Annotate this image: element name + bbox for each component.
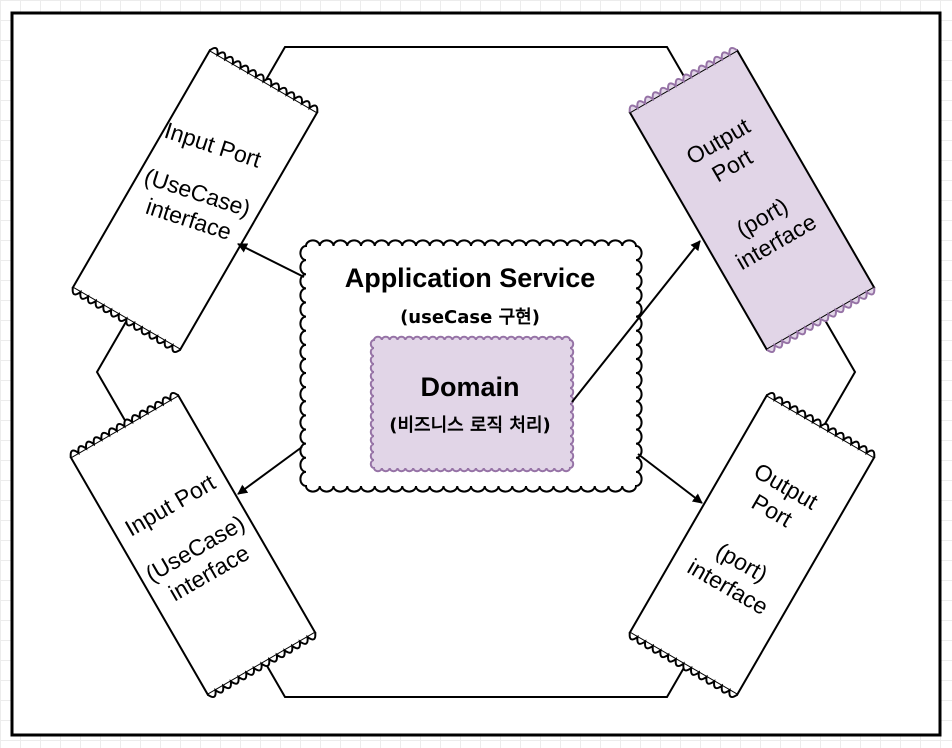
domain-box: [369, 335, 575, 473]
input-port-top-wavy-top: [209, 46, 319, 113]
output-port-bottom-wavy-top: [766, 391, 876, 458]
output-port-top-wavy-top: [628, 46, 738, 113]
arrow-to-output-port-bottom: [637, 453, 703, 504]
input-port-bottom-wavy-bottom: [207, 632, 317, 699]
output-port-top-wavy-bottom: [766, 287, 876, 354]
domain-title: Domain: [420, 372, 519, 402]
output-port-bottom: Output Port (port) interface: [628, 391, 876, 699]
arrow-to-input-port-top: [237, 243, 305, 278]
output-port-top: Output Port (port) interface: [628, 46, 876, 354]
domain-subtitle: (비즈니스 로직 처리): [389, 415, 550, 436]
application-service-title: Application Service: [345, 263, 596, 293]
application-service-subtitle: (useCase 구현): [400, 307, 540, 328]
input-port-bottom: Input Port (UseCase) interface: [69, 391, 317, 699]
arrow-to-input-port-bottom: [237, 446, 303, 495]
input-port-top-wavy-bottom: [71, 287, 181, 354]
output-port-bottom-wavy-bottom: [628, 632, 738, 699]
input-port-bottom-wavy-top: [69, 391, 179, 458]
input-port-top: Input Port (UseCase) interface: [71, 46, 319, 354]
arrow-to-output-port-top: [571, 240, 701, 403]
